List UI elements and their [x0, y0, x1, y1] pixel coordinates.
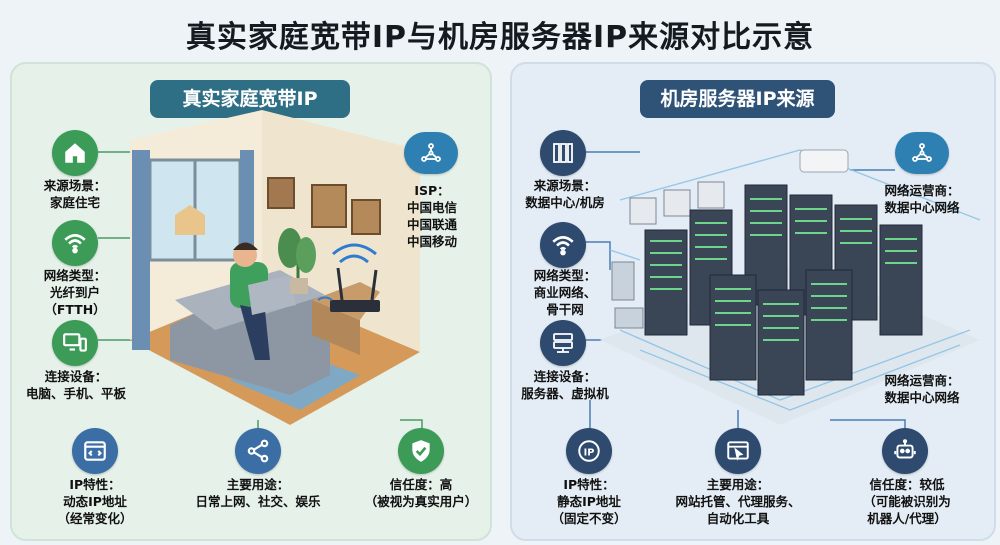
right-operator-top-label: 网络运营商：数据中心网络 [884, 183, 960, 215]
right-usage-label: 主要用途：网站托管、代理服务、自动化工具 [675, 477, 801, 526]
cloud-network-icon [404, 132, 458, 174]
left-trust-label: 信任度：高（被视为真实用户） [364, 477, 478, 509]
left-isp-label: ISP：中国电信中国联通中国移动 [406, 183, 457, 249]
right-network-label: 网络类型：商业网络、骨干网 [533, 268, 597, 317]
cloud-network-icon [895, 132, 949, 174]
right-devices-label: 连接设备：服务器、虚拟机 [521, 369, 609, 401]
left-usage-label: 主要用途：日常上网、社交、娱乐 [195, 477, 321, 509]
home-room-illustration [130, 110, 420, 425]
right-ip-label: IP特性：静态IP地址（固定不变） [551, 477, 627, 526]
connector-line [585, 241, 611, 270]
server-stack-icon [540, 320, 586, 366]
right-operator-mid-label: 网络运营商：数据中心网络 [884, 373, 960, 405]
right-source-label: 来源场景：数据中心/机房 [525, 178, 605, 210]
left-ip-label: IP特性：动态IP地址（经常变化） [57, 477, 133, 526]
datacenter-illustration [600, 149, 981, 425]
right-trust-label: 信任度：较低（可能被识别为机器人/代理） [863, 477, 951, 526]
server-icon [540, 130, 586, 176]
wifi-icon [52, 220, 98, 266]
page-title: 真实家庭宽带IP与机房服务器IP来源对比示意 [185, 20, 815, 55]
wifi-icon [540, 222, 586, 268]
robot-icon [882, 428, 928, 474]
shield-check-icon [398, 428, 444, 474]
right-panel-heading: 机房服务器IP来源 [640, 80, 835, 118]
house-icon [52, 130, 98, 176]
cursor-window-icon [715, 428, 761, 474]
monitor-phone-icon [52, 320, 98, 366]
share-icon [235, 428, 281, 474]
left-devices-label: 连接设备：电脑、手机、平板 [25, 369, 126, 401]
svg-text:IP: IP [584, 447, 595, 458]
left-source-label: 来源场景：家庭住宅 [43, 178, 107, 210]
left-network-label: 网络类型：光纤到户（FTTH） [43, 268, 107, 317]
code-window-icon [72, 428, 118, 474]
left-panel-heading: 真实家庭宽带IP [150, 80, 350, 118]
ip-icon: IP [566, 428, 612, 474]
